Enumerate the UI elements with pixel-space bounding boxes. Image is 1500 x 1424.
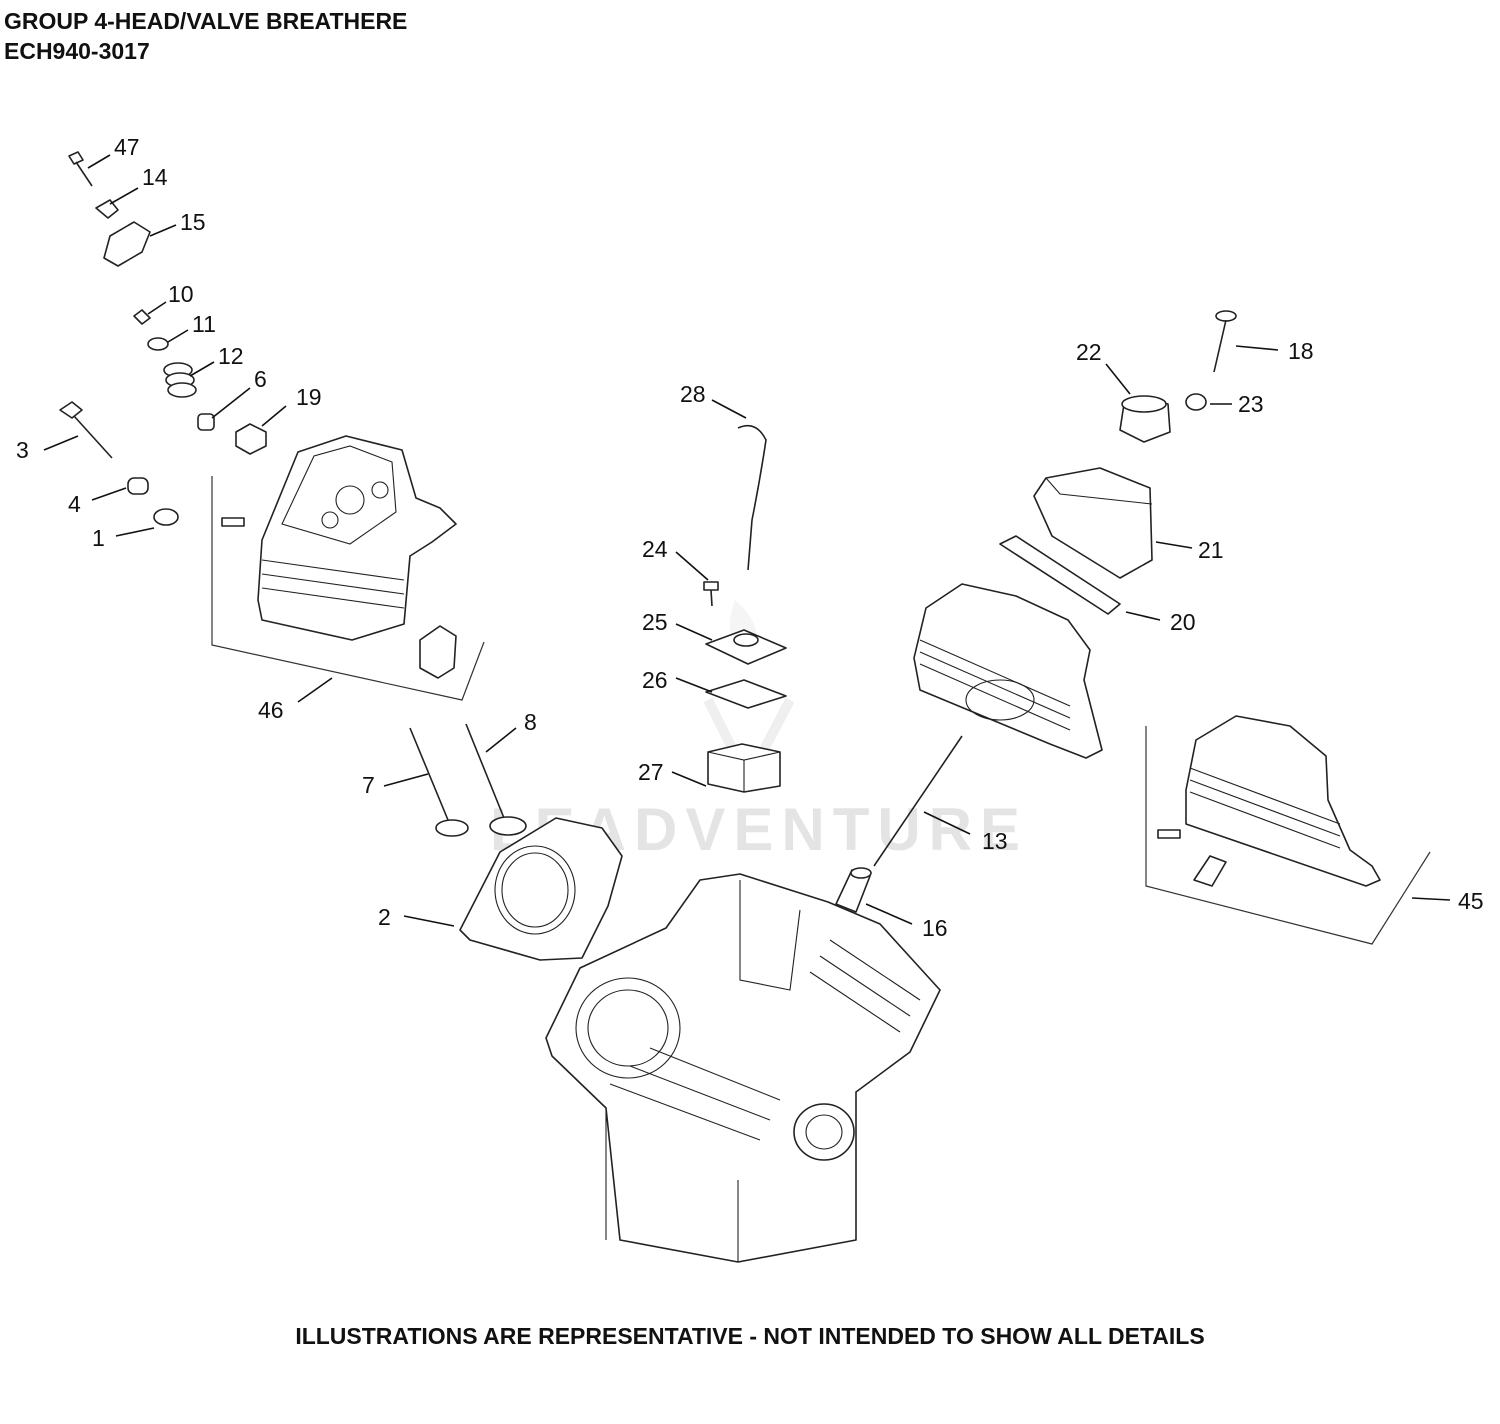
part-3-head-bolt <box>59 401 113 459</box>
callout-labels: 47 14 15 10 11 12 6 19 3 4 1 46 7 8 2 28… <box>16 134 1484 941</box>
part-1-washer <box>153 508 179 526</box>
callout-45: 45 <box>1458 888 1484 914</box>
part-15-rocker-arm <box>103 221 151 267</box>
part-21-valve-cover <box>1033 467 1153 579</box>
callout-15: 15 <box>180 209 206 235</box>
part-45-cylinder-head-assembly <box>1157 715 1381 887</box>
callout-20: 20 <box>1170 609 1196 635</box>
part-47-screw <box>68 151 93 187</box>
part-13-push-rod <box>873 735 963 867</box>
callout-28: 28 <box>680 381 706 407</box>
callout-13: 13 <box>982 828 1008 854</box>
part-28-breather-hose <box>737 424 767 571</box>
part-6-valve-stem-seal <box>197 413 215 431</box>
part-11-spring-retainer <box>147 337 169 351</box>
part-12-valve-spring <box>163 362 197 398</box>
callout-12: 12 <box>218 343 244 369</box>
part-16-hydraulic-lifter <box>835 867 872 913</box>
part-7-exhaust-valve <box>409 727 469 837</box>
callout-18: 18 <box>1288 338 1314 364</box>
callout-14: 14 <box>142 164 168 190</box>
part-10-valve-keeper <box>133 309 151 325</box>
part-4-spacer <box>127 477 149 495</box>
part-8-intake-valve <box>465 723 527 836</box>
model-number: ECH940-3017 <box>4 38 150 64</box>
part-24-screw <box>703 581 719 607</box>
callout-4: 4 <box>68 491 81 517</box>
cylinder-head-assembly-frame-45 <box>1145 726 1431 945</box>
callout-21: 21 <box>1198 537 1224 563</box>
callout-1: 1 <box>92 525 105 551</box>
callout-19: 19 <box>296 384 322 410</box>
callout-24: 24 <box>642 536 668 562</box>
part-19-nut <box>235 423 267 455</box>
disclaimer-note: ILLUSTRATIONS ARE REPRESENTATIVE - NOT I… <box>295 1323 1205 1349</box>
part-14-bracket <box>95 199 119 219</box>
part-crankcase <box>545 873 941 1263</box>
part-cylinder-head-right <box>913 583 1103 759</box>
callout-8: 8 <box>524 709 537 735</box>
callout-25: 25 <box>642 609 668 635</box>
diagram-header: GROUP 4-HEAD/VALVE BREATHERE ECH940-3017 <box>4 6 407 66</box>
callout-3: 3 <box>16 437 29 463</box>
part-20-valve-cover-gasket <box>999 535 1121 615</box>
part-26-breather-gasket <box>705 679 787 709</box>
part-2-head-gasket <box>459 817 623 961</box>
callout-22: 22 <box>1076 339 1102 365</box>
callout-7: 7 <box>362 772 375 798</box>
callout-47: 47 <box>114 134 140 160</box>
callout-11: 11 <box>192 311 216 337</box>
callout-46: 46 <box>258 697 284 723</box>
part-22-oil-fill-cap <box>1119 395 1171 443</box>
cylinder-head-assembly-frame-46 <box>211 476 485 701</box>
callout-26: 26 <box>642 667 668 693</box>
part-46-cylinder-head <box>221 435 457 679</box>
part-25-breather-cover <box>705 629 787 665</box>
part-27-breather-box <box>707 743 781 793</box>
callout-6: 6 <box>254 366 267 392</box>
callout-23: 23 <box>1238 391 1264 417</box>
leader-lines <box>43 154 1451 927</box>
part-18-screw <box>1213 310 1237 373</box>
part-23-grommet <box>1185 393 1207 411</box>
callout-27: 27 <box>638 759 664 785</box>
callout-16: 16 <box>922 915 948 941</box>
diagram-title: GROUP 4-HEAD/VALVE BREATHERE <box>4 8 408 34</box>
callout-10: 10 <box>168 281 194 307</box>
callout-2: 2 <box>378 904 391 930</box>
